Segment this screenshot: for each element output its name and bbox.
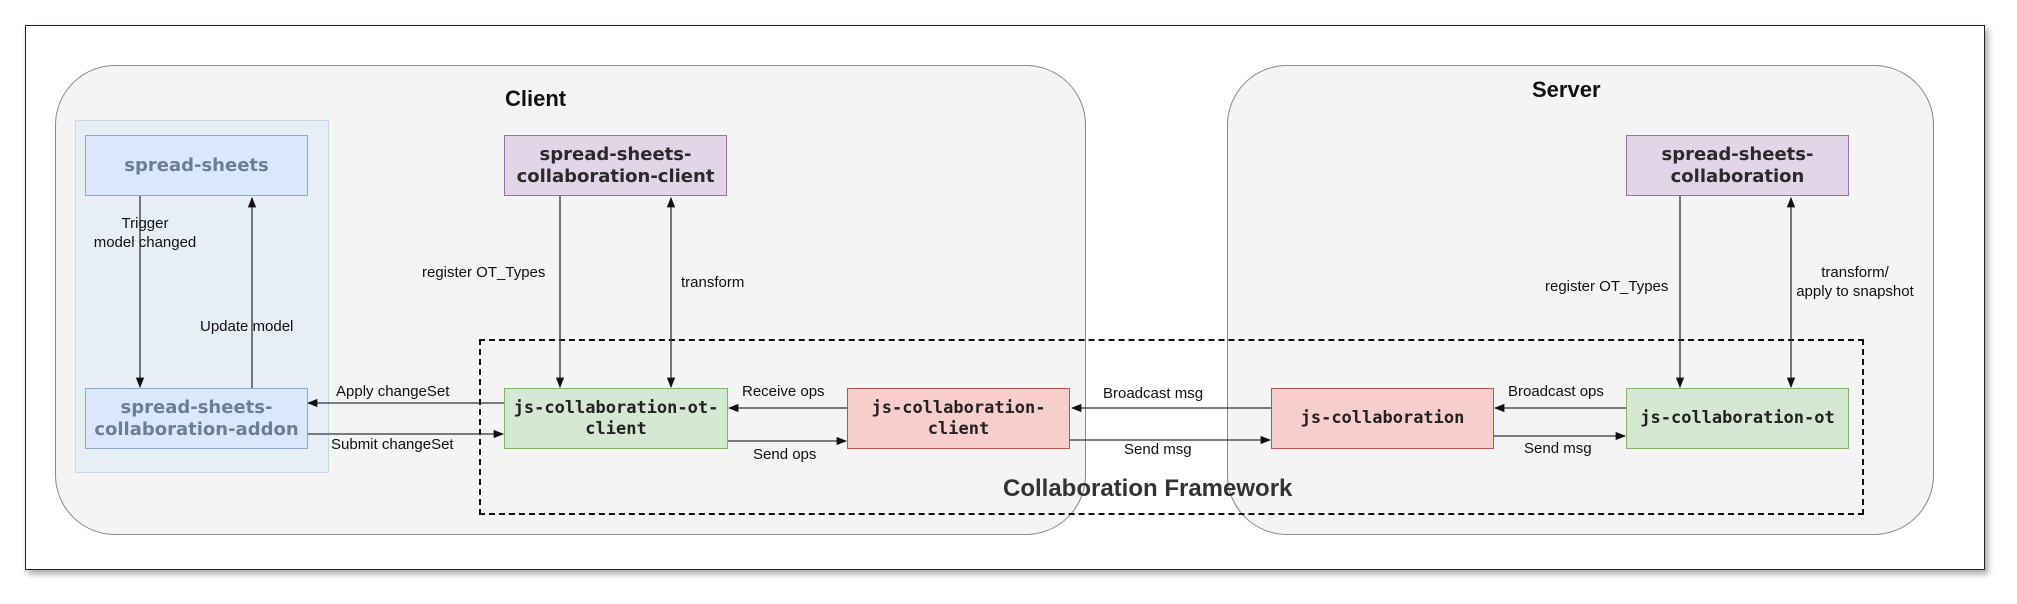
label-send-ops: Send ops <box>753 446 817 463</box>
label-receive-ops: Receive ops <box>742 383 825 400</box>
label-submit-changeset: Submit changeSet <box>331 436 454 453</box>
spread-sheets-node: spread-sheets <box>85 135 308 196</box>
label-register-ot-types-server: register OT_Types <box>1545 278 1669 295</box>
label-send-msg-server: Send msg <box>1524 440 1592 457</box>
ot-client-node: js-collaboration-ot- client <box>504 388 728 449</box>
label-update-model: Update model <box>200 318 294 335</box>
label-apply-changeset: Apply changeSet <box>336 383 450 400</box>
server-collaboration-package-node: spread-sheets- collaboration <box>1626 135 1849 196</box>
label-transform-server: transform/ apply to snapshot <box>1796 264 1914 300</box>
collaboration-addon-node: spread-sheets- collaboration-addon <box>85 388 308 449</box>
client-title: Client <box>505 86 567 111</box>
label-broadcast-msg: Broadcast msg <box>1103 385 1204 402</box>
js-collaboration-node: js-collaboration <box>1271 388 1494 449</box>
label-register-ot-types-client: register OT_Types <box>422 264 546 281</box>
collaboration-framework-title: Collaboration Framework <box>1003 475 1293 502</box>
collaboration-client-package-node: spread-sheets- collaboration-client <box>504 135 727 196</box>
js-collaboration-client-node: js-collaboration- client <box>847 388 1070 449</box>
label-trigger-model-changed: Trigger model changed <box>93 215 197 251</box>
server-title: Server <box>1532 77 1601 102</box>
label-broadcast-ops: Broadcast ops <box>1508 383 1604 400</box>
collaboration-framework-boundary <box>479 339 1864 515</box>
js-collaboration-ot-node: js-collaboration-ot <box>1626 388 1849 449</box>
label-transform-client: transform <box>681 274 745 291</box>
label-send-msg-client: Send msg <box>1124 441 1192 458</box>
